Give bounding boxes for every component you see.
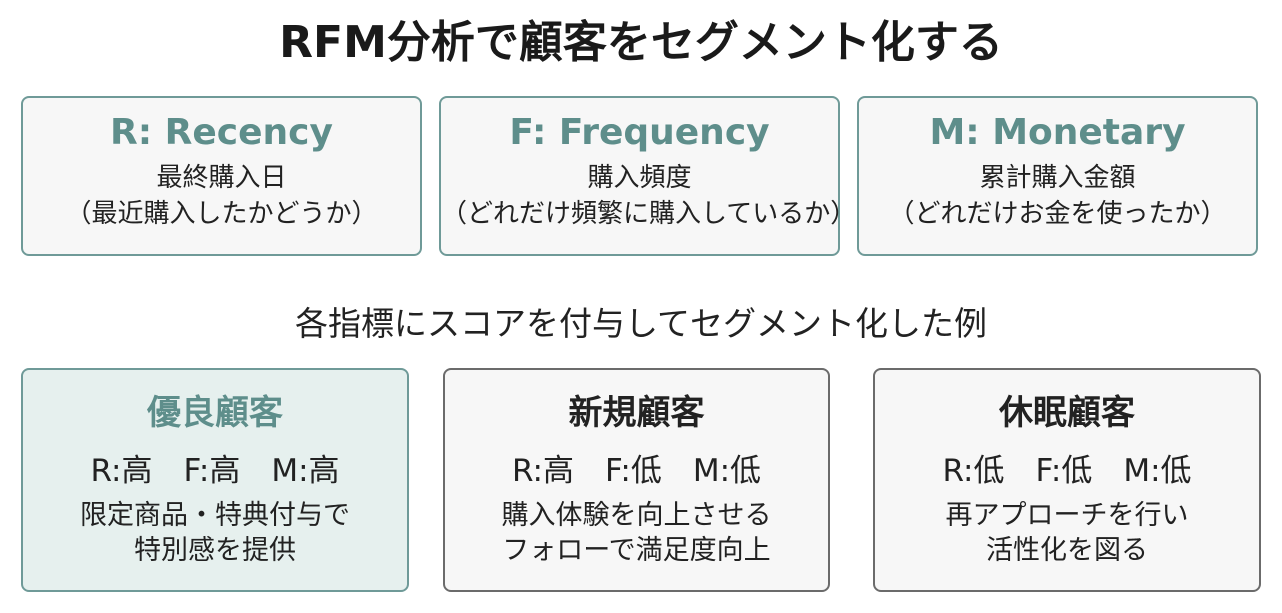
metric-description-monetary: 累計購入金額 (979, 163, 1136, 193)
metric-detail-monetary: （どれだけお金を使ったか） (888, 199, 1227, 229)
segment-title-loyal: 優良顧客 (147, 393, 283, 433)
segment-action-line2-dormant: 活性化を図る (986, 535, 1148, 566)
diagram-title: RFM分析で顧客をセグメント化する (279, 17, 1003, 68)
segment-card-dormant: 休眠顧客 R:低 F:低 M:低 再アプローチを行い 活性化を図る (873, 368, 1261, 592)
metric-card-frequency: F: Frequency 購入頻度 （どれだけ頻繁に購入しているか） (439, 96, 857, 256)
segment-title-new: 新規顧客 (568, 393, 705, 433)
metric-title-monetary: M: Monetary (929, 112, 1186, 153)
segment-card-new: 新規顧客 R:高 F:低 M:低 購入体験を向上させる フォローで満足度向上 (443, 368, 830, 592)
metric-title-frequency: F: Frequency (509, 112, 770, 153)
metric-description-recency: 最終購入日 (156, 163, 287, 193)
segment-scores-loyal: R:高 F:高 M:高 (90, 453, 340, 489)
segment-action-line1-dormant: 再アプローチを行い (945, 500, 1189, 531)
segment-scores-new: R:高 F:低 M:低 (511, 453, 762, 489)
segment-action-line2-new: フォローで満足度向上 (502, 535, 771, 566)
segment-card-loyal: 優良顧客 R:高 F:高 M:高 限定商品・特典付与で 特別感を提供 (21, 368, 409, 592)
metric-detail-recency: （最近購入したかどうか） (65, 199, 378, 229)
metric-card-monetary: M: Monetary 累計購入金額 （どれだけお金を使ったか） (857, 96, 1258, 256)
segment-action-line1-loyal: 限定商品・特典付与で (80, 500, 350, 531)
segment-scores-dormant: R:低 F:低 M:低 (942, 453, 1192, 489)
metric-title-recency: R: Recency (110, 112, 333, 153)
metric-description-frequency: 購入頻度 (587, 163, 692, 193)
segment-action-line1-new: 購入体験を向上させる (501, 500, 772, 531)
segment-action-line2-loyal: 特別感を提供 (134, 535, 296, 566)
metric-detail-frequency: （どれだけ頻繁に購入しているか） (441, 199, 857, 229)
metric-card-recency: R: Recency 最終購入日 （最近購入したかどうか） (21, 96, 422, 256)
segment-title-dormant: 休眠顧客 (999, 393, 1135, 433)
examples-subtitle: 各指標にスコアを付与してセグメント化した例 (294, 304, 987, 343)
